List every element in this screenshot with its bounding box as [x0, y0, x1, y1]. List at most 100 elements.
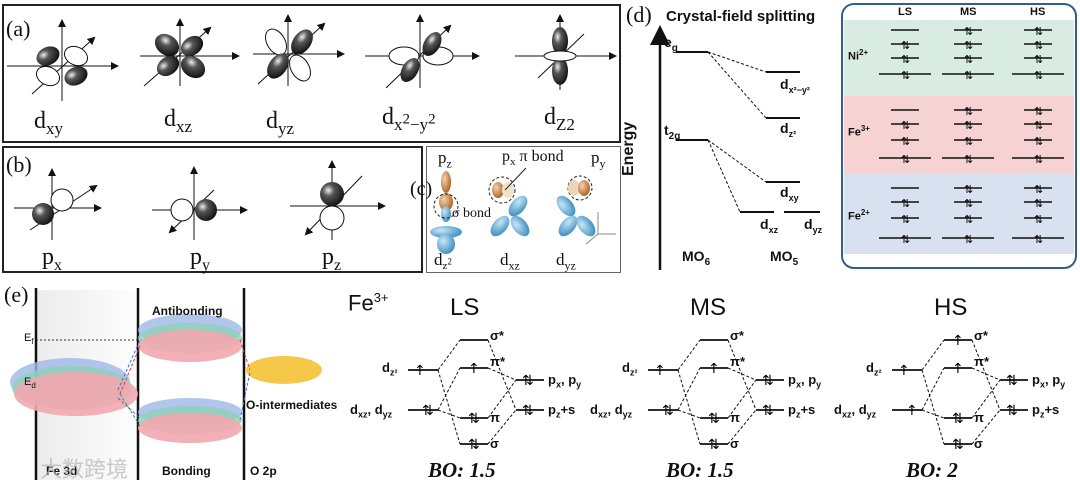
state-label-hs: HS [934, 294, 968, 321]
mo-connector [437, 367, 461, 411]
electron-arrow: ⇅ [1034, 213, 1043, 226]
electron-arrow: ⇅ [1034, 197, 1043, 210]
electron-arrow: ⇅ [1034, 69, 1043, 82]
electron-arrow: ⇅ [952, 411, 964, 427]
bond-order-ms: BO: 1.5 [666, 458, 734, 482]
py-label-c: py [591, 148, 606, 171]
orbital-pz-drawing [290, 160, 386, 240]
spin-header-ms: MS [960, 6, 977, 18]
mo-label-sigma-star: σ* [974, 328, 988, 343]
dxy-level-label: dxy [780, 184, 799, 203]
dz2-label-c: dz2 [434, 250, 452, 273]
sigma-bond-label: σ bond [452, 206, 492, 221]
mo-label-pi-star: π* [490, 354, 506, 369]
mo6-label: MO6 [682, 248, 711, 268]
electron-arrow: ⇅ [1034, 39, 1043, 52]
mo-label-pi-star: π* [730, 354, 746, 369]
mo-connector [727, 379, 757, 419]
ed-label: Ed [24, 376, 36, 391]
mo-connector [677, 339, 701, 371]
mo-label-dz2: dz² [382, 360, 398, 378]
electron-arrow: ⇅ [708, 437, 720, 453]
bond-order-ls: BO: 1.5 [428, 458, 496, 482]
electron-arrow: ⇅ [964, 153, 973, 166]
mo-connector [971, 339, 1001, 411]
electron-arrow: ⇅ [762, 403, 774, 419]
electron-arrow: ⇅ [1006, 403, 1018, 419]
mo-connector [677, 367, 701, 411]
panel-b-frame [2, 146, 423, 273]
mo-connector [437, 339, 461, 371]
mo-label-px-py: px, py [1032, 372, 1066, 390]
crystal-field-title: Crystal-field splitting [666, 8, 816, 25]
electron-arrow: ⇅ [468, 437, 480, 453]
mo-label-sigma-star: σ* [730, 328, 744, 343]
electron-arrow: ⇅ [901, 119, 910, 132]
electron-arrow: ↑ [952, 333, 964, 349]
electron-arrow: ⇅ [1034, 153, 1043, 166]
electron-arrow: ⇅ [1034, 25, 1043, 38]
panel-d-label: (d) [626, 2, 652, 27]
orbital-label-dyz: dyz [266, 108, 295, 138]
mo-connector [921, 369, 945, 445]
state-label-ls: LS [450, 294, 480, 321]
dx2y2-level-label: dx²−y² [780, 76, 810, 95]
bonding-label: Bonding [162, 464, 211, 478]
electron-arrow: ⇅ [468, 411, 480, 427]
electron-arrow: ↑ [468, 361, 480, 377]
electron-arrow: ⇅ [964, 233, 973, 246]
spin-header-ls: LS [898, 6, 913, 18]
orbital-label-dxz: dxz [164, 106, 193, 136]
mo-connector [921, 339, 945, 371]
ion-label-fe3: Fe3+ [848, 124, 870, 139]
dxz-level-label: dxz [760, 216, 779, 235]
mo-connector [727, 339, 757, 411]
electron-arrow: ⇅ [1034, 105, 1043, 118]
mo-connector [437, 369, 461, 445]
dz2-level-label: dz² [780, 120, 797, 139]
orbital-dx2y2-drawing [365, 14, 480, 89]
mo-connector [727, 367, 757, 381]
orbital-label-pz: pz [322, 244, 342, 274]
mo-label-dxz-dyz: dxz, dyz [350, 402, 393, 420]
mo-label-dz2: dz² [622, 360, 638, 378]
mo-connector [487, 339, 517, 411]
electron-arrow: ⇅ [901, 53, 910, 66]
orbital-dxy-drawing [7, 19, 119, 101]
mo-label-pi: π [974, 410, 984, 425]
panel-b-label: (b) [6, 152, 32, 177]
dyz-level-label: dyz [804, 216, 823, 235]
eg-level-label: eg [664, 34, 678, 54]
electron-arrow: ⇅ [1034, 135, 1043, 148]
o-intermediates-lobe [246, 356, 322, 384]
o-intermediates-label: O-intermediates [246, 398, 338, 412]
electron-arrow: ⇅ [522, 403, 534, 419]
electron-arrow: ⇅ [901, 233, 910, 246]
bonding-bands [138, 398, 242, 443]
orbital-label-py: py [190, 244, 210, 274]
electron-arrow: ⇅ [964, 105, 973, 118]
mo-connector [487, 379, 517, 419]
electron-arrow: ↑ [906, 403, 918, 419]
electron-arrow: ⇅ [964, 39, 973, 52]
electron-arrow: ⇅ [662, 403, 674, 419]
electron-arrow: ⇅ [901, 135, 910, 148]
bond-order-hs: BO: 2 [906, 458, 958, 482]
fe3d-axis-label: Fe 3d [46, 464, 78, 478]
orbital-dxz-drawing [140, 18, 240, 87]
mo-connector [727, 409, 757, 445]
state-label-ms: MS [690, 294, 726, 321]
t2g-level-label: t2g [664, 122, 681, 142]
orbital-label-dx2y2: dx2−y2 [382, 104, 436, 134]
panel-c-frame [426, 146, 621, 273]
pi-bond-label: px π bond [502, 148, 564, 169]
electron-arrow: ↑ [952, 361, 964, 377]
panel-c-label: (c) [410, 178, 433, 200]
fe3d-bands [10, 358, 138, 416]
panel-a-label: (a) [6, 16, 31, 41]
electron-arrow: ⇅ [1034, 119, 1043, 132]
